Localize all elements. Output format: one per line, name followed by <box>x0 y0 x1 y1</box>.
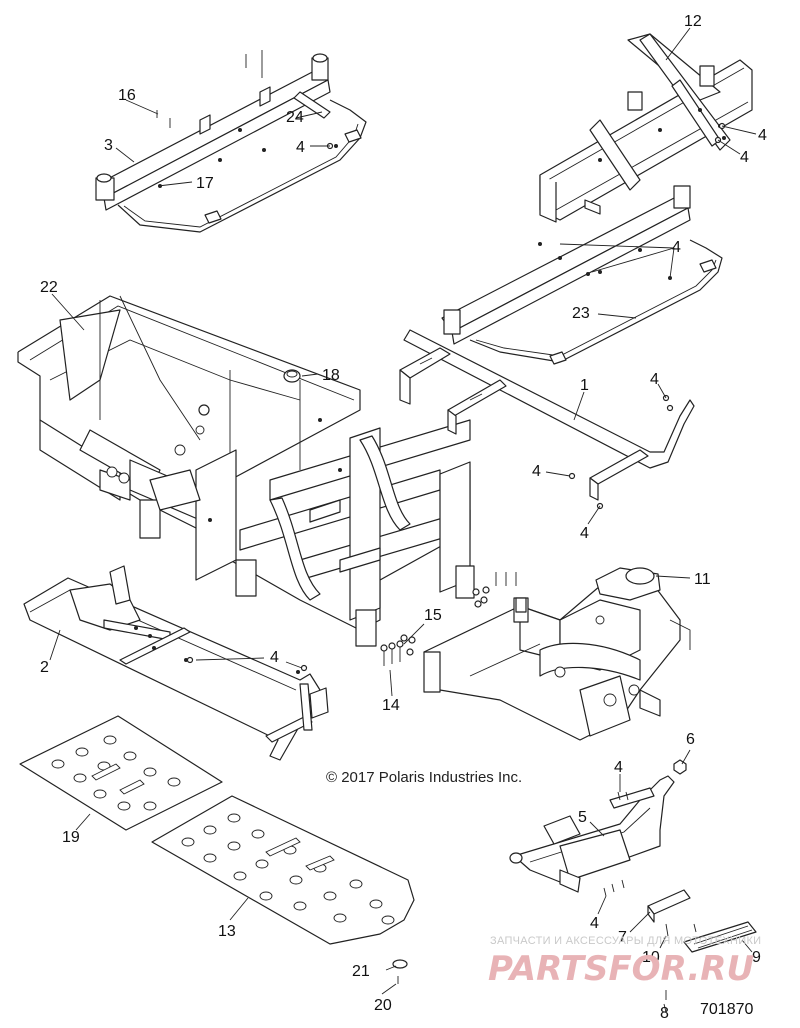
skid-plate-13 <box>151 795 415 945</box>
callout-14: 14 <box>382 697 400 714</box>
callout-17: 17 <box>196 175 214 192</box>
fastener-cluster-14-15 <box>380 572 527 666</box>
watermark-logo: PARTSFOR.RU <box>488 949 754 989</box>
callout-19: 19 <box>62 829 80 846</box>
copyright-text: © 2017 Polaris Industries Inc. <box>326 769 522 786</box>
callout-8: 8 <box>660 1005 669 1022</box>
callout-10: 10 <box>642 949 660 966</box>
floor-frame <box>23 565 329 761</box>
callout-13: 13 <box>218 923 236 940</box>
fasteners-8-10 <box>663 923 697 1013</box>
callout-4j: 4 <box>590 915 599 932</box>
watermark-tagline: ЗАПЧАСТИ И АКСЕССУАРЫ ДЛЯ МОТОТЕХНИКИ <box>490 935 761 947</box>
callout-22: 22 <box>40 279 58 296</box>
callout-16: 16 <box>118 87 136 104</box>
callout-4f: 4 <box>532 463 541 480</box>
callout-4g: 4 <box>580 525 589 542</box>
skid-plate-19 <box>19 715 223 831</box>
bracket-7 <box>647 889 691 923</box>
rear-bracket-assembly <box>539 33 753 223</box>
callout-4c: 4 <box>740 149 749 166</box>
bolts-misc <box>186 122 726 672</box>
callout-4b: 4 <box>758 127 767 144</box>
grille-9 <box>683 921 757 953</box>
callout-4a: 4 <box>296 139 305 156</box>
grommet-18 <box>283 369 301 383</box>
callout-12: 12 <box>684 13 702 30</box>
leader-lines <box>49 27 757 1000</box>
callout-15: 15 <box>424 607 442 624</box>
callout-11: 11 <box>694 571 711 588</box>
callout-4h: 4 <box>270 649 279 666</box>
bolts-bumper <box>603 791 629 897</box>
callout-21: 21 <box>352 963 370 980</box>
callout-23: 23 <box>572 305 590 322</box>
callout-9: 9 <box>752 949 761 966</box>
cargo-bed-frame-right <box>441 185 723 365</box>
callout-labels: 16 3 17 24 4 12 4 4 4 23 22 18 1 4 4 4 1… <box>40 13 767 1022</box>
callout-2: 2 <box>40 659 49 676</box>
callout-4i: 4 <box>614 759 623 776</box>
main-chassis-frame <box>17 295 475 647</box>
callout-4d: 4 <box>672 239 681 256</box>
callout-3: 3 <box>104 137 113 154</box>
front-subframe <box>423 567 691 741</box>
cargo-bed-frame-top-left <box>95 50 367 233</box>
figure-number: 701870 <box>700 1001 753 1018</box>
crossmember-rail <box>399 329 695 501</box>
nut-6 <box>673 759 687 775</box>
callout-4e: 4 <box>650 371 659 388</box>
callout-24: 24 <box>286 109 304 126</box>
callout-7: 7 <box>618 929 627 946</box>
callout-6: 6 <box>686 731 695 748</box>
fastener-20-21 <box>392 959 408 984</box>
front-bumper <box>509 775 675 893</box>
callout-5: 5 <box>578 809 587 826</box>
callout-1: 1 <box>580 377 589 394</box>
callout-20: 20 <box>374 997 392 1014</box>
callout-18: 18 <box>322 367 340 384</box>
